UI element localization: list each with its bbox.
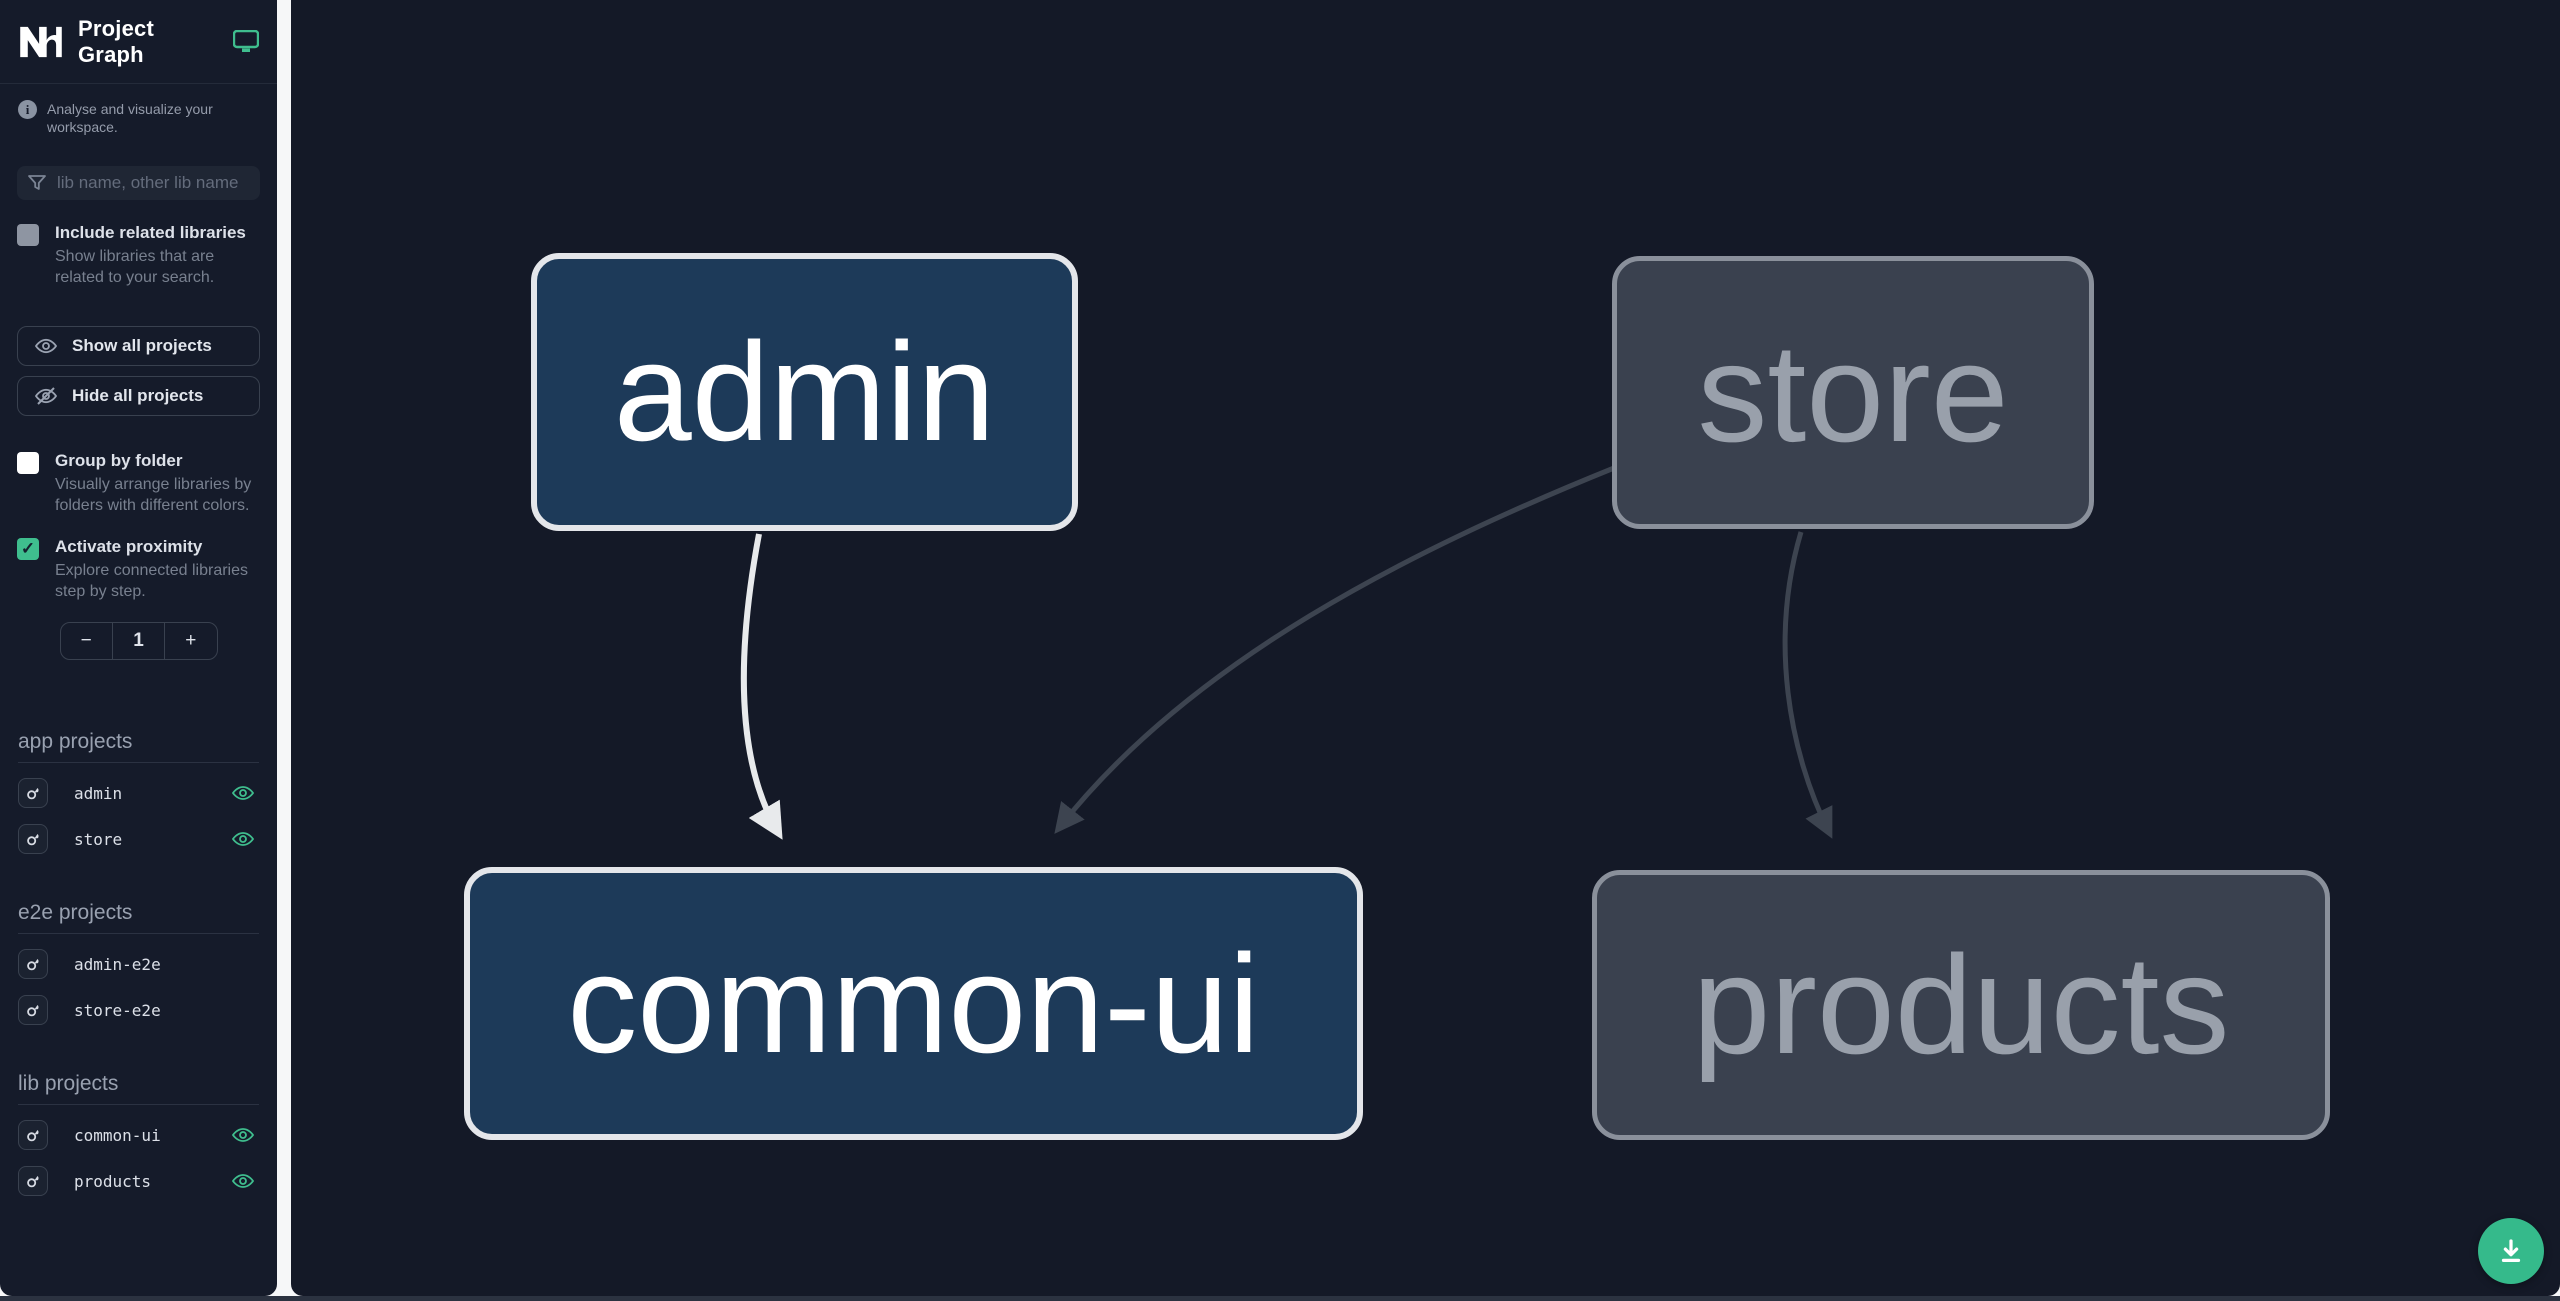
focus-icon [27, 834, 39, 846]
search-input[interactable] [57, 173, 250, 193]
sidebar-header: Project Graph [0, 0, 277, 84]
toggle-visibility-icon[interactable] [231, 1169, 255, 1193]
node-label: products [1692, 926, 2230, 1083]
hide-all-projects-label: Hide all projects [72, 386, 204, 405]
activate-proximity-option: Activate proximity Explore connected lib… [0, 536, 277, 602]
show-all-projects-button[interactable]: Show all projects [17, 326, 260, 366]
search-box [17, 166, 260, 200]
group-by-folder-label: Group by folder [55, 451, 183, 470]
project-row-admin-e2e: admin-e2e [18, 948, 259, 980]
proximity-increment-button[interactable]: + [165, 623, 216, 659]
app-title: Project Graph [78, 15, 154, 67]
project-row-products: products [18, 1165, 259, 1197]
dependency-edges [740, 465, 1833, 840]
graph-canvas[interactable]: admin store common-ui products [291, 0, 2560, 1296]
eye-icon [34, 338, 58, 354]
project-row-common-ui: common-ui [18, 1119, 259, 1151]
toggle-visibility-icon[interactable] [231, 781, 255, 805]
project-row-admin: admin [18, 777, 259, 809]
hide-all-projects-button[interactable]: Hide all projects [17, 376, 260, 416]
workspace-tagline: Analyse and visualize your workspace. [47, 101, 213, 135]
graph-node-common-ui[interactable]: common-ui [464, 867, 1363, 1140]
monitor-icon[interactable] [233, 29, 259, 54]
focus-project-button[interactable] [18, 1166, 48, 1196]
focus-project-button[interactable] [18, 778, 48, 808]
info-icon: i [18, 100, 37, 119]
group-by-folder-description: Visually arrange libraries by folders wi… [55, 476, 252, 514]
project-name: products [74, 1171, 152, 1191]
project-name: admin [74, 783, 123, 803]
edge-store-common-ui[interactable] [1054, 465, 1615, 834]
activate-proximity-description: Explore connected libraries step by step… [55, 562, 248, 600]
graph-node-products[interactable]: products [1592, 870, 2330, 1140]
proximity-stepper: − 1 + [59, 622, 218, 660]
node-label: store [1697, 313, 2009, 471]
download-icon [2501, 1239, 2521, 1262]
group-by-folder-option: Group by folder Visually arrange librari… [0, 450, 277, 516]
focus-project-button[interactable] [18, 995, 48, 1025]
section-e2e-projects: e2e projects admin-e2e store-e2e [18, 901, 259, 1026]
graph-node-admin[interactable]: admin [531, 253, 1078, 531]
focus-project-button[interactable] [18, 949, 48, 979]
focus-icon [27, 788, 39, 800]
focus-icon [27, 1130, 39, 1142]
proximity-decrement-button[interactable]: − [61, 623, 112, 659]
section-title: e2e projects [18, 901, 259, 934]
toggle-visibility-icon[interactable] [231, 1123, 255, 1147]
focus-icon [27, 1005, 39, 1017]
focus-icon [27, 959, 39, 971]
project-name: admin-e2e [74, 954, 161, 974]
nx-logo [20, 26, 62, 57]
include-related-description: Show libraries that are related to your … [55, 248, 215, 286]
project-name: store [74, 829, 123, 849]
node-label: admin [613, 313, 996, 470]
include-related-option: Include related libraries Show libraries… [0, 222, 277, 288]
edge-store-products[interactable] [1782, 531, 1833, 839]
show-all-projects-label: Show all projects [72, 336, 212, 355]
section-title: lib projects [18, 1072, 259, 1105]
group-by-folder-checkbox[interactable] [17, 452, 39, 474]
project-name: common-ui [74, 1125, 161, 1145]
project-row-store: store [18, 823, 259, 855]
node-label: common-ui [567, 924, 1260, 1082]
include-related-label: Include related libraries [55, 223, 246, 242]
download-graph-button[interactable] [2478, 1218, 2544, 1284]
graph-node-store[interactable]: store [1612, 256, 2094, 529]
include-related-checkbox[interactable] [17, 224, 39, 246]
focus-project-button[interactable] [18, 824, 48, 854]
activate-proximity-label: Activate proximity [55, 537, 203, 556]
filter-icon [28, 175, 46, 190]
stepper-divider [111, 623, 113, 659]
workspace-tagline-row: i Analyse and visualize your workspace. [0, 84, 277, 136]
focus-project-button[interactable] [18, 1120, 48, 1150]
eye-off-icon [34, 387, 58, 405]
project-row-store-e2e: store-e2e [18, 994, 259, 1026]
stepper-divider [164, 623, 166, 659]
focus-icon [27, 1176, 39, 1188]
section-app-projects: app projects admin store [18, 730, 259, 855]
edge-admin-common-ui[interactable] [740, 533, 783, 840]
proximity-value: 1 [133, 630, 144, 651]
page-bottom-strip [0, 1296, 2560, 1301]
toggle-visibility-icon[interactable] [231, 827, 255, 851]
section-title: app projects [18, 730, 259, 763]
sidebar: Project Graph i Analyse and visualize yo… [0, 0, 277, 1296]
project-name: store-e2e [74, 1000, 161, 1020]
section-lib-projects: lib projects common-ui products [18, 1072, 259, 1197]
activate-proximity-checkbox[interactable] [17, 538, 39, 560]
